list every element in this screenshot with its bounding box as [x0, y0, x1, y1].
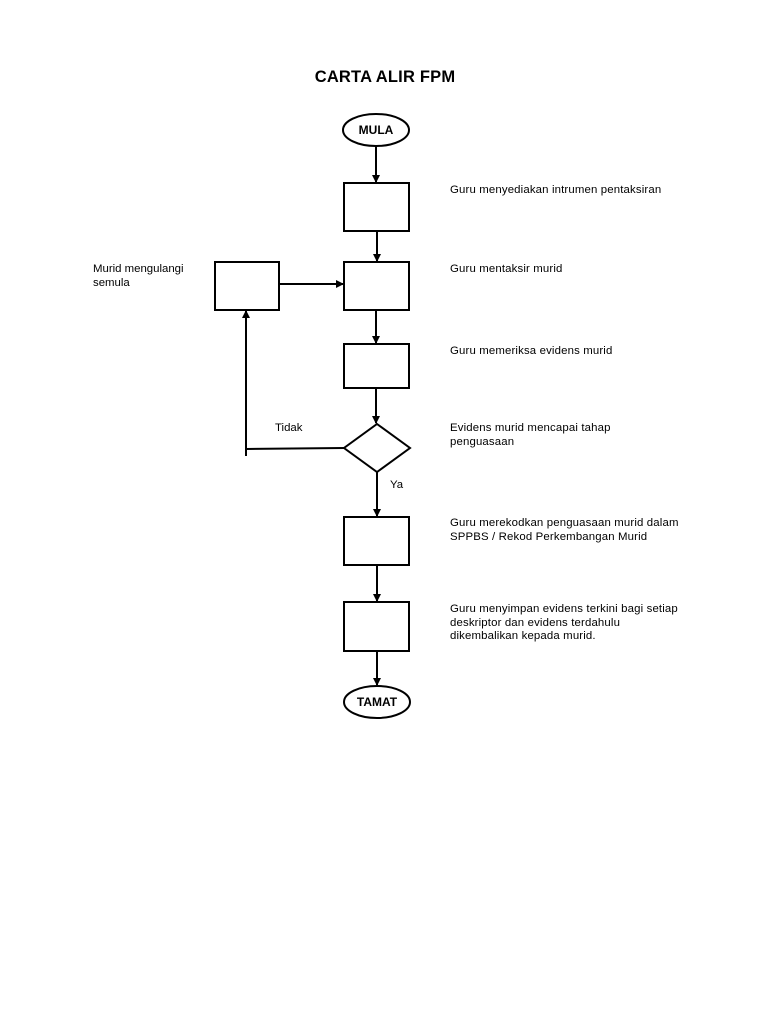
- process-box-repeat: [214, 261, 280, 311]
- chart-title: CARTA ALIR FPM: [314, 68, 456, 86]
- step-description-decision: Evidens murid mencapai tahap penguasaan: [450, 422, 611, 448]
- yes-branch-label: Ya: [390, 479, 404, 491]
- start-label: MULA: [358, 123, 394, 137]
- decision-diamond: [342, 422, 412, 474]
- process-box-assess: [343, 261, 410, 311]
- end-label: TAMAT: [356, 695, 398, 709]
- step-description-store: Guru menyimpan evidens terkini bagi seti…: [450, 603, 678, 643]
- step-description-check: Guru memeriksa evidens murid: [450, 345, 613, 357]
- process-box-prepare: [343, 182, 410, 232]
- no-branch-line: [245, 447, 345, 450]
- loop-note: Murid mengulangi semula: [93, 263, 184, 289]
- end-terminal: [343, 685, 411, 719]
- step-description-record: Guru merekodkan penguasaan murid dalam S…: [450, 517, 679, 543]
- process-box-check: [343, 343, 410, 389]
- step-description-prepare: Guru menyediakan intrumen pentaksiran: [450, 184, 662, 196]
- no-branch-label: Tidak: [275, 422, 303, 434]
- process-box-store: [343, 601, 410, 652]
- process-box-record: [343, 516, 410, 566]
- step-description-assess: Guru mentaksir murid: [450, 263, 563, 275]
